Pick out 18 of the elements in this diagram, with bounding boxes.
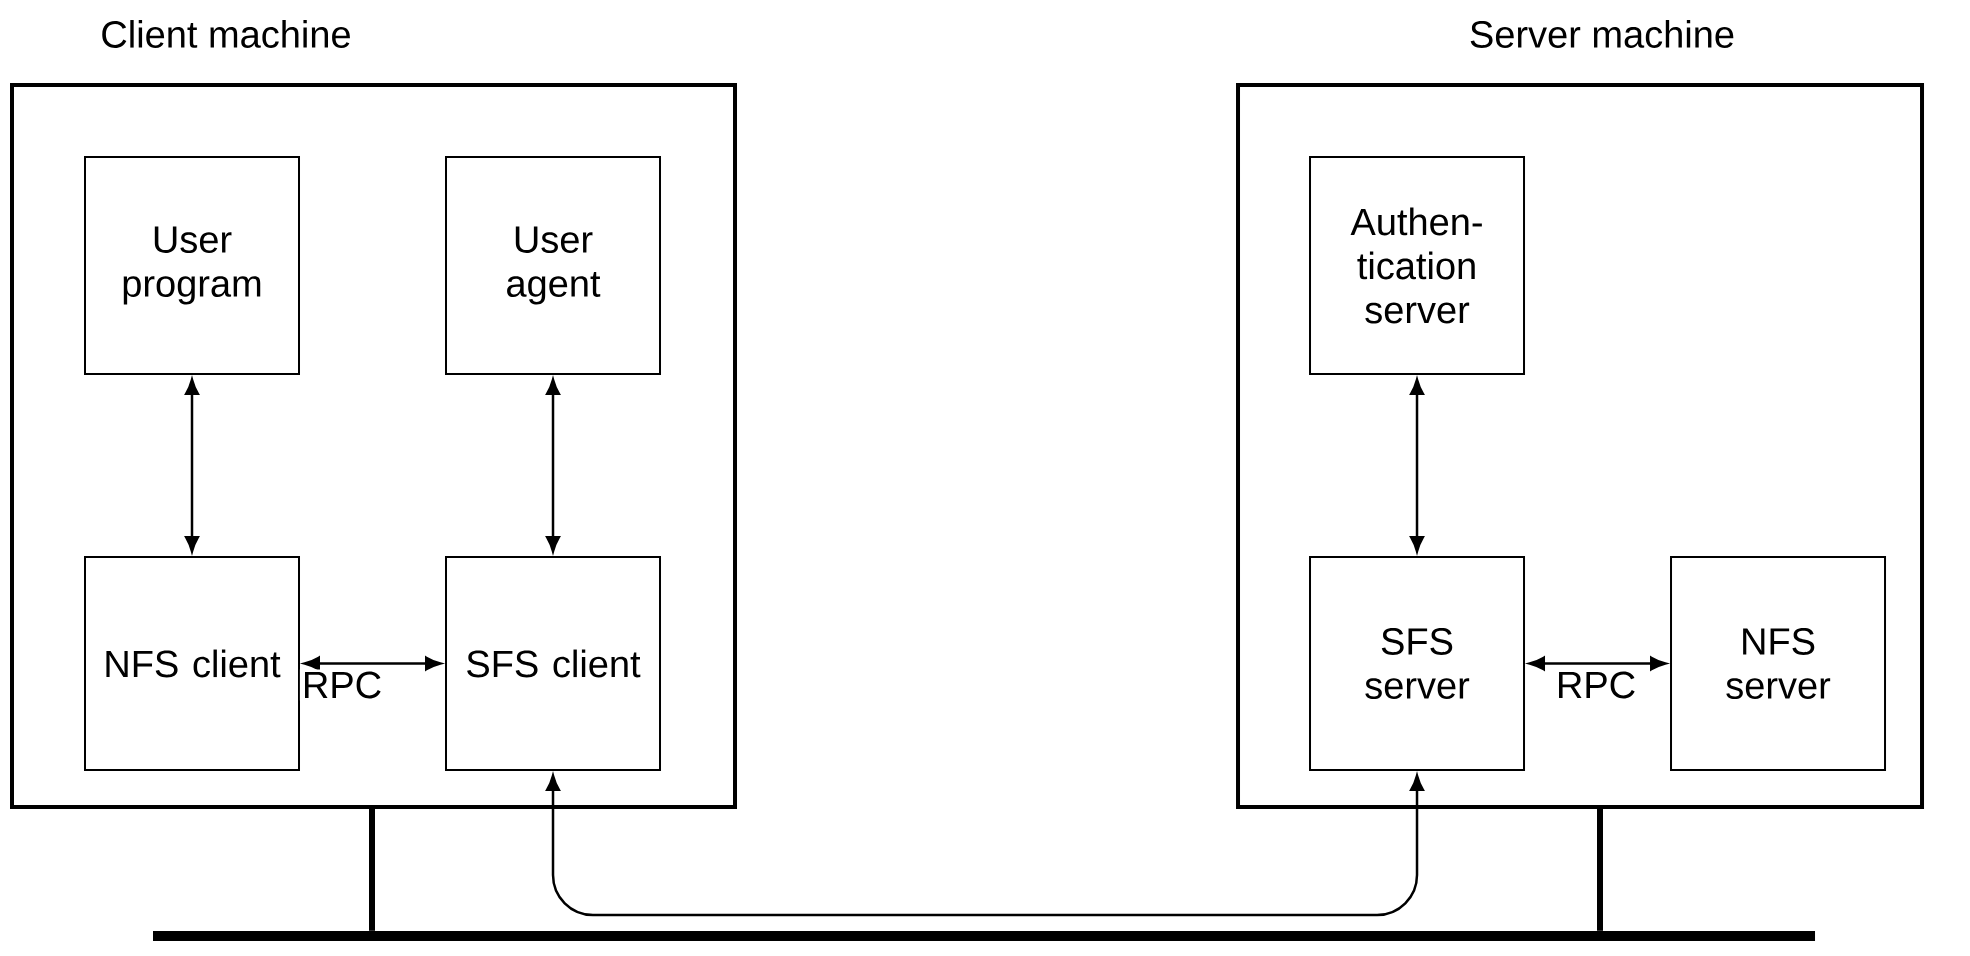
machine-heading: Server machine [1470, 20, 1734, 48]
double-arrow [1410, 378, 1424, 553]
network-link [369, 809, 375, 931]
process-box: SFS client [445, 556, 661, 771]
network-link [1597, 809, 1603, 931]
network-bar [153, 931, 1815, 941]
process-box: User agent [445, 156, 661, 375]
process-box: SFS server [1309, 556, 1525, 771]
double-arrow [185, 378, 199, 553]
process-box: User program [84, 156, 300, 375]
network-connection-arrow [546, 774, 1424, 917]
process-box: Authen- tication server [1309, 156, 1525, 375]
process-box: NFS server [1670, 556, 1886, 771]
edge-label: RPC [299, 669, 385, 701]
machine-heading: Client machine [102, 20, 350, 48]
double-arrow [546, 378, 560, 553]
process-box: NFS client [84, 556, 300, 771]
edge-label: RPC [1553, 669, 1639, 701]
